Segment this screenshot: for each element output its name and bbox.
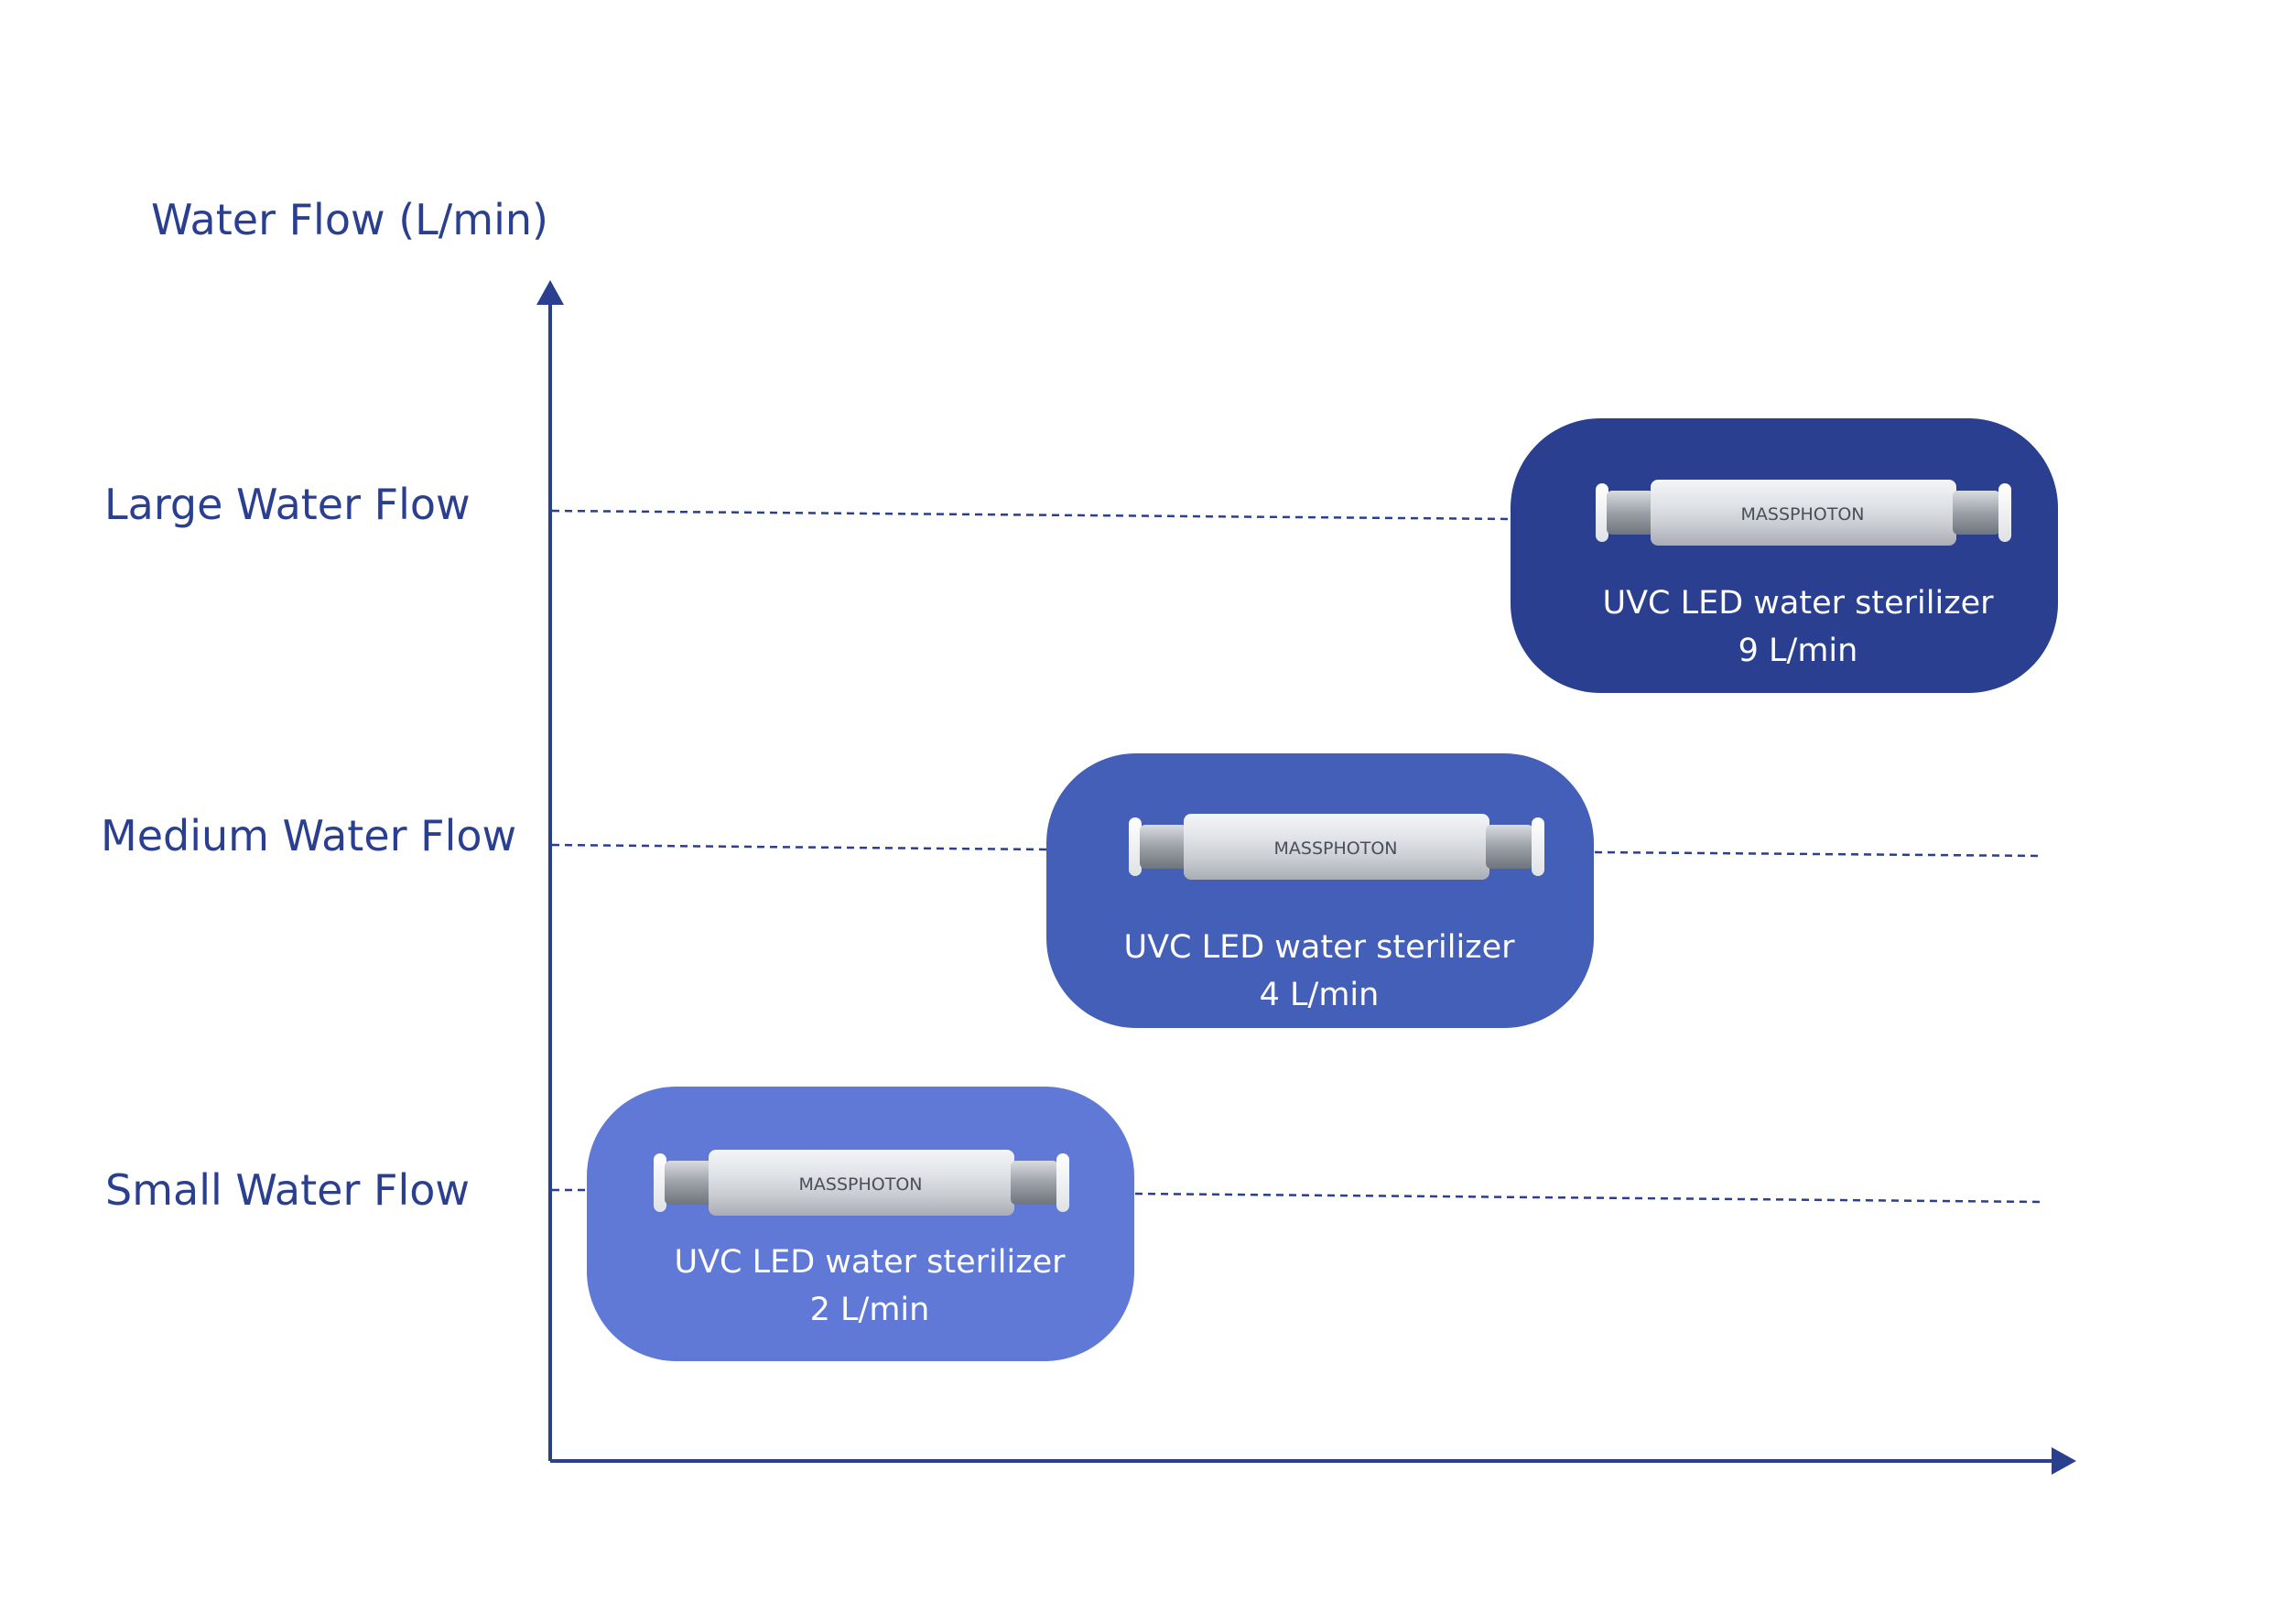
product-flow: 9 L/min xyxy=(1738,633,1858,669)
uvc-sterilizer-tube-icon: MASSPHOTON xyxy=(654,1150,1069,1216)
y-axis-label: Water Flow (L/min) xyxy=(151,195,548,244)
product-brand: MASSPHOTON xyxy=(1741,504,1865,525)
guide-line-small-right xyxy=(1134,1192,2042,1204)
arrow-right-icon xyxy=(2052,1447,2076,1475)
uvc-sterilizer-tube-icon: MASSPHOTON xyxy=(1129,814,1544,880)
level-label-small: Small Water Flow xyxy=(105,1165,470,1215)
guide-lines xyxy=(551,509,2042,1204)
product-flow: 2 L/min xyxy=(810,1292,930,1328)
product-card-medium: MASSPHOTON UVC LED water sterilizer 4 L/… xyxy=(1046,753,1594,1028)
level-label-large: Large Water Flow xyxy=(104,480,471,529)
product-card-large: MASSPHOTON UVC LED water sterilizer 9 L/… xyxy=(1511,418,2058,693)
axes xyxy=(536,280,2076,1475)
guide-line-medium-right xyxy=(1594,850,2042,858)
product-card-small: MASSPHOTON UVC LED water sterilizer 2 L/… xyxy=(587,1087,1134,1361)
product-flow: 4 L/min xyxy=(1260,977,1380,1013)
product-name: UVC LED water sterilizer xyxy=(674,1244,1066,1281)
guide-line-medium-left xyxy=(551,843,1049,851)
product-brand: MASSPHOTON xyxy=(1274,839,1398,859)
level-label-medium: Medium Water Flow xyxy=(101,811,516,860)
product-name: UVC LED water sterilizer xyxy=(1123,929,1515,966)
product-brand: MASSPHOTON xyxy=(799,1174,923,1195)
arrow-up-icon xyxy=(536,280,564,305)
uvc-sterilizer-tube-icon: MASSPHOTON xyxy=(1596,480,2011,546)
guide-line-large xyxy=(551,509,1511,521)
product-name: UVC LED water sterilizer xyxy=(1602,585,1994,622)
